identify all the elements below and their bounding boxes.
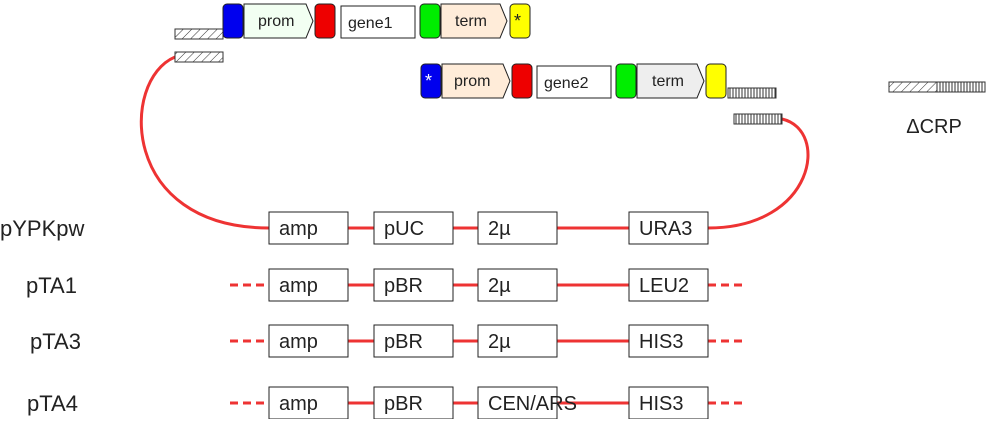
cassette1-blue-block — [222, 3, 244, 39]
part-box — [268, 386, 349, 420]
linker-bar-right-bottom — [733, 113, 783, 125]
crp-label: ΔCRP — [906, 116, 962, 138]
plasmid-row-pta4: pTA4 amp pBR CEN/ARS HIS3 — [27, 386, 742, 420]
cassette2-green-block — [615, 63, 637, 99]
part-label: pBR — [384, 393, 423, 415]
cassette-2: * prom gene2 term — [420, 63, 727, 99]
part-label: LEU2 — [639, 275, 689, 297]
part-label: pBR — [384, 331, 423, 353]
crp-bar-diagonal — [888, 81, 938, 93]
part-box — [268, 324, 349, 358]
plasmid-name: pTA4 — [27, 391, 78, 416]
cassette1-term-arrow — [440, 3, 508, 39]
plasmid-name: pTA3 — [30, 329, 81, 354]
right-connector-arc — [707, 117, 810, 230]
part-box — [373, 211, 454, 245]
part-box — [477, 324, 558, 358]
crp-bar-vertical — [936, 81, 986, 93]
linker-bar-right-top — [727, 87, 777, 99]
cassette1-prom-label: prom — [258, 13, 294, 30]
linker-bar-left-bottom — [174, 51, 224, 63]
part-label: amp — [279, 331, 318, 353]
cassette-1: prom gene1 term * — [222, 3, 531, 39]
cassette2-gene-label: gene2 — [544, 75, 589, 92]
part-label: 2µ — [488, 218, 511, 240]
cassette2-asterisk: * — [425, 71, 432, 91]
part-box — [628, 324, 709, 358]
part-label: 2µ — [488, 331, 511, 353]
cassette2-term-arrow — [636, 63, 705, 99]
cassette2-prom-label: prom — [454, 73, 490, 90]
plasmid-row-pta3: pTA3 amp pBR 2µ HIS3 — [30, 324, 742, 358]
part-box — [373, 386, 454, 420]
cassette1-gene-box — [340, 5, 416, 39]
part-box — [477, 268, 558, 302]
part-box — [628, 268, 709, 302]
part-label: pUC — [384, 218, 424, 240]
cassette1-prom-arrow — [243, 3, 314, 39]
left-connector-arc — [139, 55, 270, 230]
part-label: amp — [279, 218, 318, 240]
cassette1-green-block — [419, 3, 441, 39]
part-label: amp — [279, 275, 318, 297]
part-label: URA3 — [639, 218, 692, 240]
part-label: CEN/ARS — [488, 393, 577, 415]
plasmid-name: pYPKpw — [0, 216, 84, 241]
cassette1-asterisk: * — [514, 11, 521, 31]
part-label: amp — [279, 393, 318, 415]
cassette2-yellow-block — [705, 63, 727, 99]
cassette2-prom-arrow — [441, 63, 511, 99]
part-label: pBR — [384, 275, 423, 297]
part-box — [477, 386, 558, 420]
part-label: HIS3 — [639, 393, 683, 415]
part-box — [628, 211, 709, 245]
cassette2-gene-box — [536, 65, 612, 99]
part-box — [268, 211, 349, 245]
plasmid-row-pypkpw: pYPKpw amp pUC 2µ URA3 — [0, 211, 709, 245]
plasmid-name: pTA1 — [26, 273, 77, 298]
part-box — [373, 268, 454, 302]
cassette2-blue-block — [420, 63, 442, 99]
part-label: HIS3 — [639, 331, 683, 353]
cassette2-red-block — [511, 63, 533, 99]
cassette1-term-label: term — [455, 13, 487, 30]
cassette2-term-label: term — [652, 73, 684, 90]
linker-bar-left-top — [174, 28, 224, 40]
part-label: 2µ — [488, 275, 511, 297]
plasmid-row-pta1: pTA1 amp pBR 2µ LEU2 — [26, 268, 742, 302]
part-box — [373, 324, 454, 358]
cassette1-yellow-block — [509, 3, 531, 39]
part-box — [477, 211, 558, 245]
part-box — [268, 268, 349, 302]
cassette1-red-block — [314, 3, 336, 39]
cassette1-gene-label: gene1 — [348, 15, 393, 32]
